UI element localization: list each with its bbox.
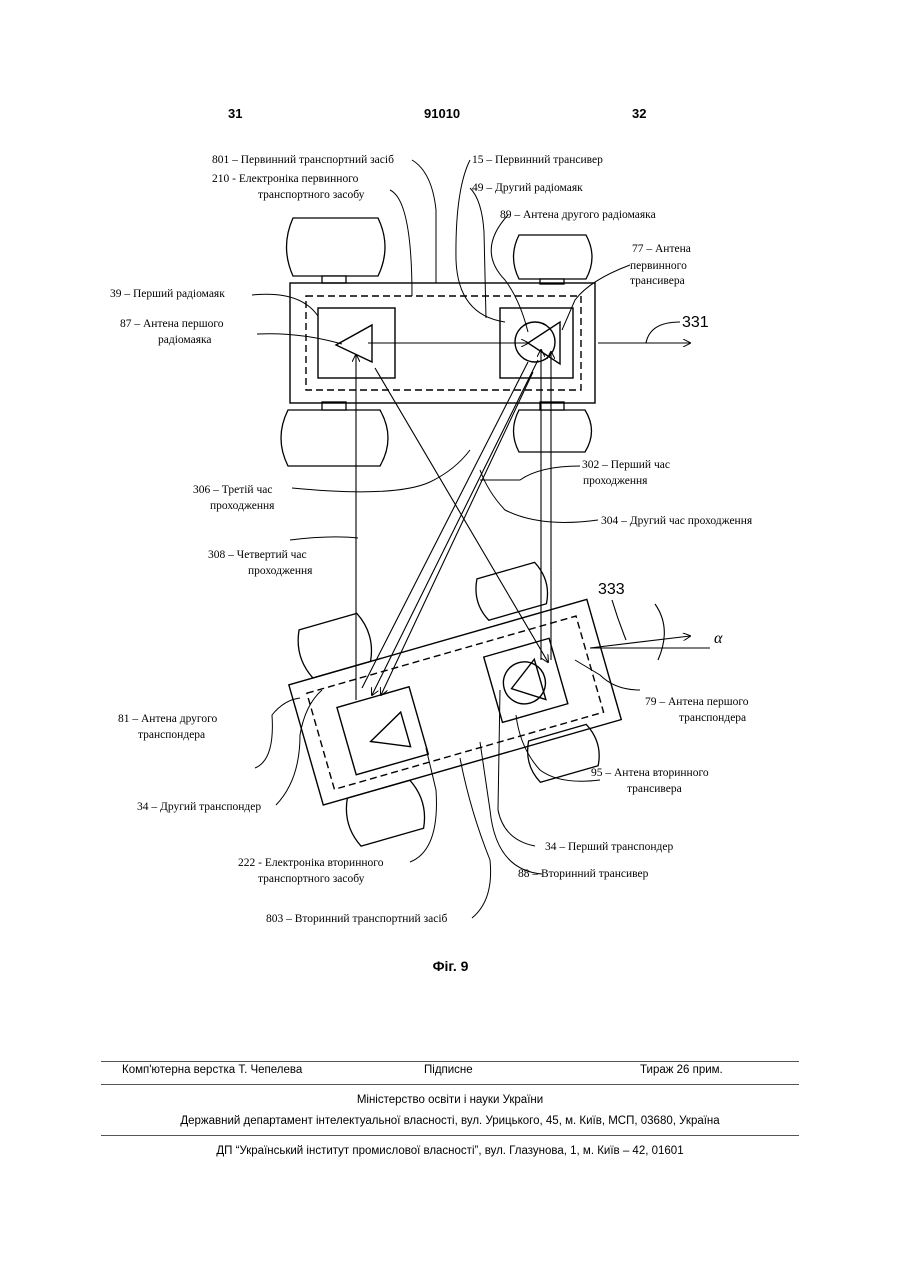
label-95-line2: трансивера	[627, 783, 682, 795]
label-alpha: α	[714, 630, 723, 647]
label-306-line1: 306 – Третій час	[193, 484, 272, 496]
footer-rule-top	[101, 1061, 799, 1062]
second-transponder-box	[337, 687, 428, 775]
label-77-line3: трансивера	[630, 275, 685, 287]
footer-institute: ДП “Український інститут промислової вла…	[101, 1145, 799, 1157]
leader-331	[646, 322, 680, 343]
label-333: 333	[598, 581, 625, 598]
footer-circulation: Тираж 26 прим.	[640, 1064, 723, 1076]
second-time-of-flight-line	[381, 372, 533, 695]
leader-79	[575, 660, 640, 690]
label-81-line2: транспондера	[138, 729, 205, 741]
footer-typesetting: Комп'ютерна верстка Т. Чепелева	[122, 1064, 302, 1076]
leader-39	[252, 294, 318, 316]
label-79-line2: транспондера	[679, 712, 746, 724]
second-transponder-antenna-triangle	[365, 712, 410, 757]
wheel-front-left	[293, 612, 376, 680]
label-88: 88 – Вторинний трансивер	[518, 868, 649, 880]
label-302-line1: 302 – Перший час	[582, 459, 670, 471]
label-79-line1: 79 – Антена першого	[645, 696, 749, 708]
leader-210	[390, 190, 412, 296]
leader-34-second	[276, 690, 322, 805]
leader-333	[612, 600, 626, 640]
label-210-line1: 210 - Електроніка первинного	[212, 173, 359, 185]
label-308-line1: 308 – Четвертий час	[208, 549, 307, 561]
secondary-transceiver-antenna-circle	[498, 657, 550, 709]
label-34-first-transponder: 34 – Перший транспондер	[545, 841, 673, 853]
footer-ministry: Міністерство освіти і науки України	[101, 1094, 799, 1106]
label-222-line2: транспортного засобу	[258, 873, 365, 885]
label-95-line1: 95 – Антена вторинного	[591, 767, 709, 779]
label-222-line1: 222 - Електроніка вторинного	[238, 857, 384, 869]
axle-stub	[322, 276, 346, 283]
wheel-front-left	[287, 218, 386, 276]
label-306-line2: проходження	[210, 500, 275, 512]
leader-304	[480, 470, 598, 522]
label-81-line1: 81 – Антена другого	[118, 713, 218, 725]
leader-87	[257, 334, 342, 344]
footer-department: Державний департамент інтелектуальної вл…	[101, 1115, 799, 1127]
label-210-line2: транспортного засобу	[258, 189, 365, 201]
leader-801	[412, 160, 436, 283]
leader-308	[290, 537, 358, 540]
label-87-line1: 87 – Антена першого	[120, 318, 224, 330]
leader-81	[255, 698, 300, 768]
wheel-rear-right	[514, 410, 592, 452]
label-15: 15 – Первинний трансивер	[472, 154, 603, 166]
third-time-of-flight-line-return	[362, 362, 528, 688]
leader-49	[470, 188, 486, 318]
first-transponder-box	[484, 638, 568, 722]
label-304: 304 – Другий час проходження	[601, 515, 753, 527]
label-34-second-transponder: 34 – Другий транспондер	[137, 801, 261, 813]
wheel-rear-left	[342, 779, 430, 848]
label-39: 39 – Перший радіомаяк	[110, 288, 225, 300]
angle-arc	[655, 604, 664, 660]
label-89: 89 – Антена другого радіомаяка	[500, 209, 656, 221]
wheel-front-right	[514, 235, 593, 279]
label-801: 801 – Первинний транспортний засіб	[212, 154, 394, 166]
footer-signed: Підписне	[424, 1064, 473, 1076]
label-331: 331	[682, 314, 709, 331]
label-302-line2: проходження	[583, 475, 648, 487]
figure-caption: Фіг. 9	[0, 958, 901, 974]
footer-rule-middle	[101, 1084, 799, 1085]
label-77-line2: первинного	[630, 260, 687, 272]
leader-34-first	[498, 690, 535, 846]
label-803: 803 – Вторинний транспортний засіб	[266, 913, 448, 925]
label-77-line1: 77 – Антена	[632, 243, 691, 255]
leader-302	[480, 466, 580, 480]
heading-arrow-333	[590, 636, 690, 648]
label-49: 49 – Другий радіомаяк	[472, 182, 583, 194]
wheel-rear-left	[281, 410, 388, 466]
secondary-vehicle	[275, 551, 635, 853]
third-time-of-flight-line	[372, 360, 538, 695]
label-87-line2: радіомаяка	[158, 334, 212, 346]
footer-rule-bottom	[101, 1135, 799, 1136]
label-308-line2: проходження	[248, 565, 313, 577]
